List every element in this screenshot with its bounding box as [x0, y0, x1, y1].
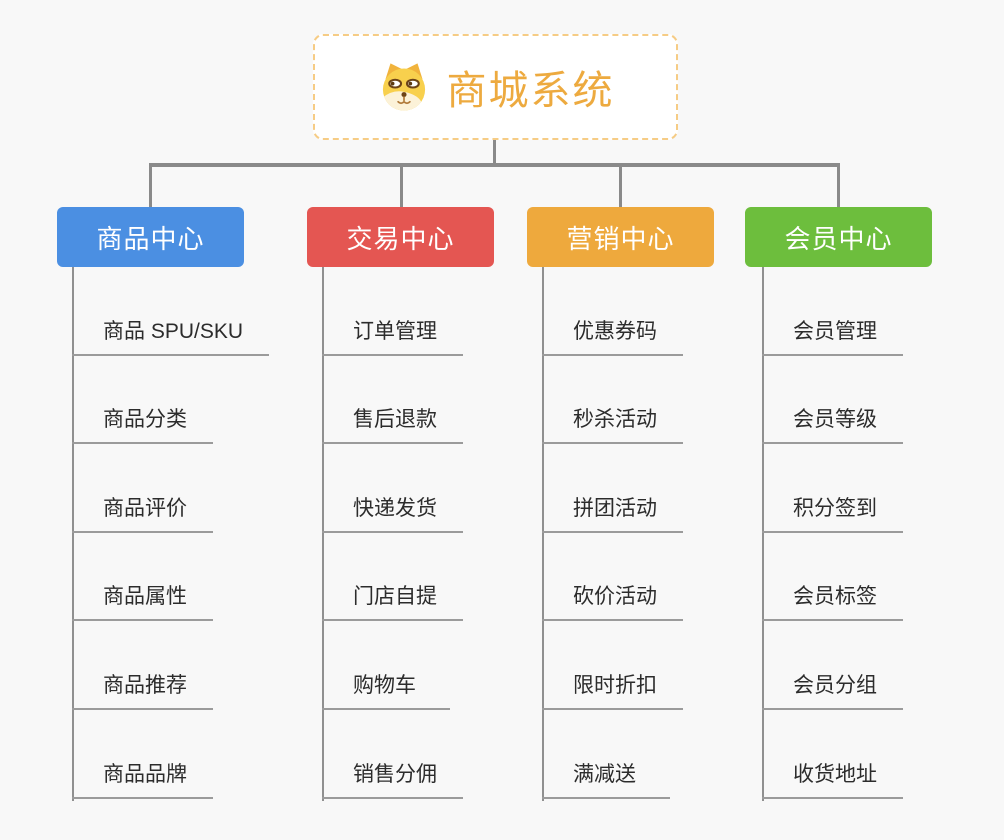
- child-topic[interactable]: 满减送: [542, 710, 670, 799]
- connector-root-drop: [493, 140, 496, 164]
- child-topic-label: 满减送: [573, 762, 636, 786]
- branch-spine-marketing: [542, 267, 544, 801]
- child-topic[interactable]: 订单管理: [322, 267, 463, 356]
- child-topic[interactable]: 积分签到: [762, 444, 903, 533]
- child-topic-label: 秒杀活动: [573, 408, 657, 432]
- branch-label: 商品中心: [96, 223, 205, 254]
- connector-drop-marketing: [619, 163, 622, 207]
- child-topic-label: 商品分类: [103, 408, 187, 432]
- child-topic-label: 收货地址: [793, 762, 877, 786]
- connector-drop-product: [149, 163, 152, 207]
- child-topic-label: 会员标签: [793, 585, 877, 609]
- connector-drop-trade: [400, 163, 403, 207]
- child-topic[interactable]: 购物车: [322, 621, 450, 710]
- branch-children-trade: 订单管理 售后退款 快递发货 门店自提 购物车 销售分佣: [322, 267, 463, 799]
- child-topic[interactable]: 会员标签: [762, 533, 903, 622]
- branch-children-marketing: 优惠券码 秒杀活动 拼团活动 砍价活动 限时折扣 满减送: [542, 267, 683, 799]
- child-topic-label: 购物车: [353, 673, 416, 697]
- branch-node-product-center[interactable]: 商品中心: [57, 207, 244, 267]
- child-topic-label: 会员等级: [793, 408, 877, 432]
- branch-label: 交易中心: [346, 223, 455, 254]
- child-topic[interactable]: 优惠券码: [542, 267, 683, 356]
- child-topic-label: 会员分组: [793, 673, 877, 697]
- child-topic[interactable]: 拼团活动: [542, 444, 683, 533]
- child-topic[interactable]: 收货地址: [762, 710, 903, 799]
- child-topic[interactable]: 商品评价: [72, 444, 213, 533]
- child-topic-label: 商品属性: [103, 585, 187, 609]
- child-topic-label: 优惠券码: [573, 319, 657, 343]
- child-topic-label: 售后退款: [353, 408, 437, 432]
- child-topic-label: 积分签到: [793, 496, 877, 520]
- child-topic-label: 门店自提: [353, 585, 437, 609]
- child-topic[interactable]: 商品属性: [72, 533, 213, 622]
- child-topic[interactable]: 限时折扣: [542, 621, 683, 710]
- child-topic-label: 商品评价: [103, 496, 187, 520]
- branch-node-trade-center[interactable]: 交易中心: [307, 207, 494, 267]
- child-topic-label: 砍价活动: [573, 585, 657, 609]
- branch-label: 营销中心: [566, 223, 675, 254]
- child-topic-label: 会员管理: [793, 319, 877, 343]
- doge-icon: [377, 60, 431, 114]
- child-topic[interactable]: 商品品牌: [72, 710, 213, 799]
- mindmap-root-node[interactable]: 商城系统: [313, 34, 678, 140]
- child-topic[interactable]: 砍价活动: [542, 533, 683, 622]
- child-topic[interactable]: 秒杀活动: [542, 356, 683, 445]
- child-topic[interactable]: 商品分类: [72, 356, 213, 445]
- child-topic[interactable]: 门店自提: [322, 533, 463, 622]
- child-topic[interactable]: 售后退款: [322, 356, 463, 445]
- child-topic-label: 商品 SPU/SKU: [103, 319, 244, 343]
- branch-spine-trade: [322, 267, 324, 801]
- connector-bus: [149, 163, 840, 167]
- branch-node-member-center[interactable]: 会员中心: [745, 207, 932, 267]
- branch-spine-member: [762, 267, 764, 801]
- branch-spine-product: [72, 267, 74, 801]
- branch-children-product: 商品 SPU/SKU 商品分类 商品评价 商品属性 商品推荐 商品品牌: [72, 267, 270, 799]
- child-topic[interactable]: 快递发货: [322, 444, 463, 533]
- branch-label: 会员中心: [784, 223, 893, 254]
- child-topic-label: 快递发货: [353, 496, 437, 520]
- child-topic-label: 订单管理: [353, 319, 437, 343]
- child-topic[interactable]: 会员等级: [762, 356, 903, 445]
- child-topic-label: 拼团活动: [573, 496, 657, 520]
- child-topic[interactable]: 会员管理: [762, 267, 903, 356]
- child-topic-label: 限时折扣: [573, 673, 657, 697]
- child-topic[interactable]: 商品推荐: [72, 621, 213, 710]
- child-topic-label: 商品推荐: [103, 673, 187, 697]
- branch-node-marketing-center[interactable]: 营销中心: [527, 207, 714, 267]
- child-topic[interactable]: 商品 SPU/SKU: [72, 267, 270, 356]
- branch-children-member: 会员管理 会员等级 积分签到 会员标签 会员分组 收货地址: [762, 267, 903, 799]
- child-topic-label: 商品品牌: [103, 762, 187, 786]
- connector-drop-member: [837, 163, 840, 207]
- child-topic-label: 销售分佣: [353, 762, 437, 786]
- root-title: 商城系统: [446, 69, 615, 113]
- child-topic[interactable]: 会员分组: [762, 621, 903, 710]
- child-topic[interactable]: 销售分佣: [322, 710, 463, 799]
